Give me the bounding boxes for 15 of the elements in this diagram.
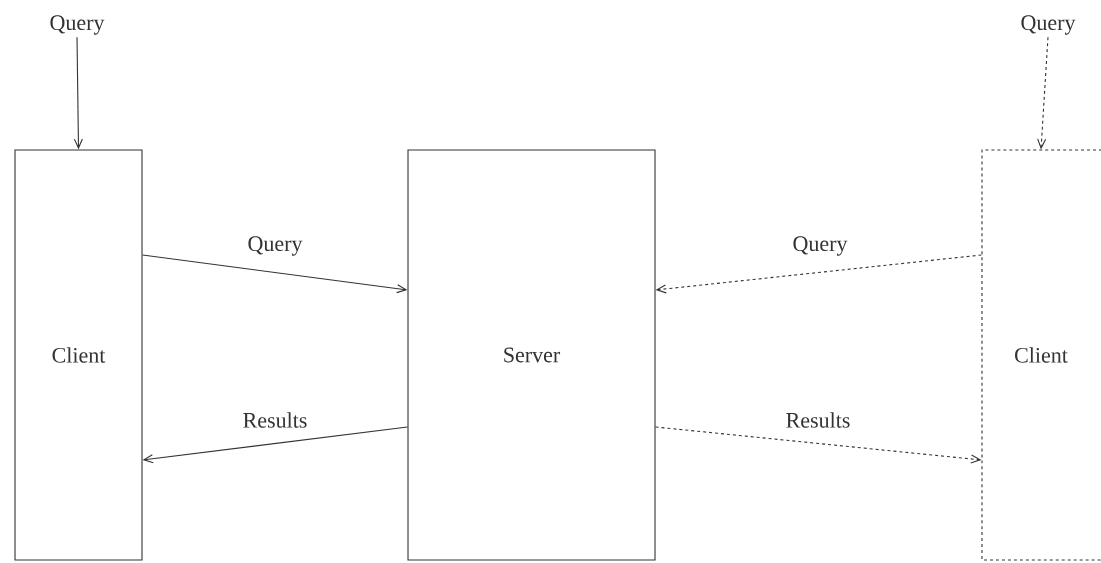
process-box: Client	[14, 149, 143, 561]
arrow	[655, 254, 982, 294]
arrow	[73, 36, 83, 150]
arrow	[142, 426, 408, 464]
edge-label: Results	[784, 411, 852, 429]
text-label: Query	[50, 15, 105, 35]
process-box: Server	[407, 149, 656, 561]
edge-label: Query	[791, 235, 849, 257]
process-box: Client	[981, 149, 1101, 561]
arrow	[1037, 36, 1049, 150]
arrow	[655, 426, 982, 464]
edge-label: Query	[246, 235, 304, 257]
edge-label: Results	[241, 411, 309, 429]
arrow	[142, 254, 408, 294]
text-label: Query	[1021, 15, 1076, 35]
